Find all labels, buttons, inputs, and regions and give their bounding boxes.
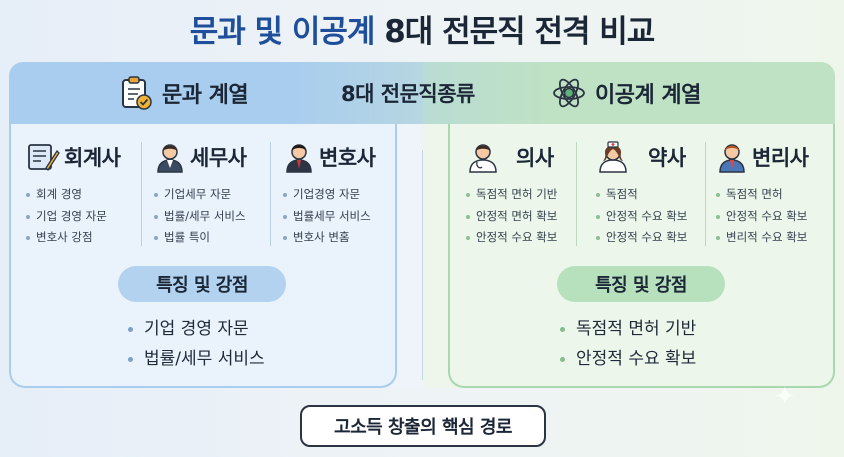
list-item: 기업세무 자문 (154, 184, 282, 206)
businessman-icon (157, 144, 183, 173)
list-item: 독점적 면허 기반 (560, 314, 696, 344)
center-header-label: 8대 전문직종류 (341, 82, 475, 106)
list-item: 안정적 수요 확보 (596, 227, 724, 249)
job-name: 세무사 (190, 146, 247, 170)
job-name: 회계사 (64, 146, 121, 170)
job-name: 변호사 (319, 146, 376, 170)
sparkle-icon: ✦ (774, 382, 796, 412)
list-item: 안정적 수요 확보 (466, 227, 594, 249)
list-item: 독점적 면허 기반 (466, 184, 594, 206)
list-item: 법률/세무 서비스 (128, 344, 265, 374)
core-path-button: 고소득 창출의 핵심 경로 (300, 405, 546, 447)
list-item: 변호사 강점 (26, 227, 154, 249)
list-item: 법률 특이 (154, 227, 282, 249)
list-item: 안정적 면허 확보 (466, 206, 594, 228)
list-item: 변호사 변홈 (283, 227, 411, 249)
list-item: 법률세무 서비스 (283, 206, 411, 228)
atom-icon (553, 78, 585, 108)
title-part-2: 8대 전문직 전격 비교 (384, 14, 655, 50)
job-name: 변리사 (752, 146, 809, 170)
job-card-patent-attorney: 변리사 독점적 면허 안정적 수요 확보 변리적 수요 확보 (716, 140, 844, 249)
job-card-doctor: 의사 독점적 면허 기반 안정적 면허 확보 안정적 수요 확보 (466, 140, 594, 249)
page-title: 문과 및 이공계 8대 전문직 전격 비교 (0, 6, 844, 51)
clipboard-check-icon (122, 76, 152, 110)
list-item: 변리적 수요 확보 (716, 227, 844, 249)
column-divider (270, 142, 271, 246)
science-header-band (423, 62, 835, 124)
job-name: 의사 (516, 146, 554, 170)
list-item: 기업경영 자문 (283, 184, 411, 206)
science-header: 이공계 계열 (551, 74, 701, 112)
list-item: 회계 경영 (26, 184, 154, 206)
column-divider (705, 142, 706, 246)
lawyer-icon (286, 144, 312, 173)
humanities-strength-label: 특징 및 강점 (118, 266, 286, 302)
humanities-header-band (9, 62, 423, 124)
patent-attorney-icon (719, 144, 745, 173)
list-item: 안정적 수요 확보 (596, 206, 724, 228)
humanities-header-label: 문과 계열 (162, 83, 249, 108)
humanities-panel (9, 124, 397, 388)
list-item: 법률/세무 서비스 (154, 206, 282, 228)
list-item: 안정적 수요 확보 (716, 206, 844, 228)
list-item: 기업 경영 자문 (128, 314, 265, 344)
column-divider (141, 142, 142, 246)
doctor-icon (469, 144, 497, 173)
job-name: 약사 (648, 146, 686, 170)
humanities-strengths: 기업 경영 자문 법률/세무 서비스 (128, 314, 265, 374)
center-header: 8대 전문직종류 (341, 74, 475, 112)
science-panel (448, 124, 835, 388)
pharmacist-icon (599, 141, 627, 173)
job-card-accountant: 회계사 회계 경영 기업 경영 자문 변호사 강점 (26, 140, 154, 249)
title-part-1: 문과 및 이공계 (189, 14, 376, 50)
column-divider (576, 142, 577, 246)
list-item: 독점적 (596, 184, 724, 206)
list-item: 기업 경영 자문 (26, 206, 154, 228)
science-strength-label: 특징 및 강점 (557, 266, 725, 302)
list-item: 안정적 수요 확보 (560, 344, 696, 374)
job-card-tax-accountant: 세무사 기업세무 자문 법률/세무 서비스 법률 특이 (154, 140, 282, 249)
job-card-lawyer: 변호사 기업경영 자문 법률세무 서비스 변호사 변홈 (283, 140, 411, 249)
job-card-pharmacist: 약사 독점적 안정적 수요 확보 안정적 수요 확보 (596, 140, 724, 249)
humanities-header: 문과 계열 (118, 74, 249, 112)
center-divider (422, 150, 423, 380)
science-header-label: 이공계 계열 (595, 83, 701, 108)
list-item: 독점적 면허 (716, 184, 844, 206)
science-strengths: 독점적 면허 기반 안정적 수요 확보 (560, 314, 696, 374)
ledger-pen-icon (28, 144, 60, 172)
